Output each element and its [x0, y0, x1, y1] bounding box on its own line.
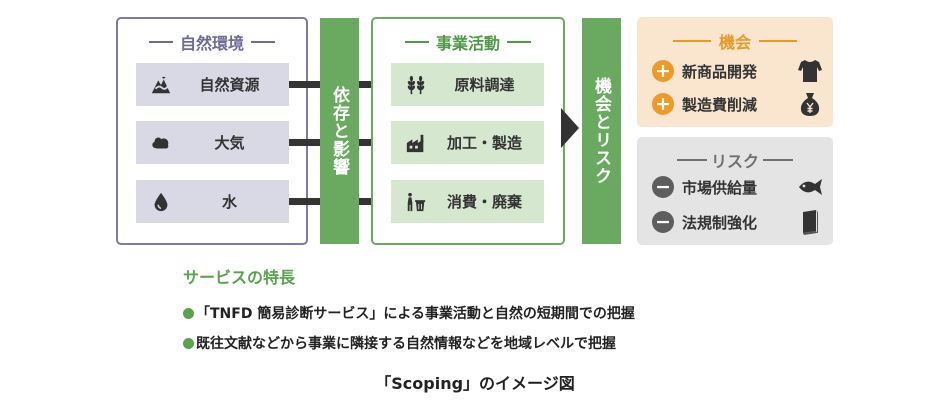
- nature-heading: 自然環境: [118, 30, 306, 54]
- risk-heading: リスク: [637, 148, 833, 172]
- shirt-icon: [796, 58, 824, 84]
- heading-line: [672, 40, 711, 42]
- risk-heading-label: リスク: [710, 152, 759, 171]
- book-icon: [796, 209, 824, 235]
- feature-bullet: 既往文献などから事業に隣接する自然情報などを地域レベルで把握: [183, 333, 616, 353]
- mountain-icon: [150, 74, 172, 96]
- fish-icon: [796, 174, 824, 200]
- heading-line: [676, 159, 707, 161]
- heading-line: [251, 41, 275, 43]
- business-item-disposal: 消費・廃棄: [391, 180, 544, 223]
- plus-icon: +: [652, 93, 674, 115]
- business-item-label: 加工・製造: [446, 134, 522, 152]
- opportunity-item-label: 製造費削減: [682, 95, 758, 114]
- nature-item-water: 水: [136, 180, 289, 223]
- feature-bullet-text: 既往文献などから事業に隣接する自然情報などを地域レベルで把握: [196, 336, 616, 352]
- bullet-dot: [183, 307, 194, 319]
- heading-line: [507, 41, 531, 43]
- nature-item-label: 自然資源: [199, 76, 260, 94]
- heading-line: [763, 159, 793, 161]
- opportunity-risk-bar: 機会とリスク: [582, 18, 621, 244]
- factory-icon: [405, 132, 427, 154]
- minus-icon: −: [652, 176, 674, 198]
- dependency-bar: 依存と影響: [320, 18, 359, 244]
- business-item-manufacturing: 加工・製造: [391, 121, 544, 164]
- heading-line: [759, 40, 797, 42]
- features-title: サービスの特長: [183, 268, 296, 287]
- connector-line: [289, 198, 321, 205]
- wheat-icon: [405, 74, 427, 96]
- opportunity-heading-label: 機会: [718, 33, 751, 52]
- risk-item-regulation: − 法規制強化: [652, 209, 824, 235]
- opportunity-heading: 機会: [637, 29, 833, 53]
- nature-item-resources: 自然資源: [136, 63, 289, 106]
- minus-icon: −: [652, 211, 674, 233]
- heading-line: [404, 41, 429, 43]
- chevron-right-icon: [561, 108, 579, 148]
- yen-bag-icon: [796, 91, 824, 117]
- business-item-label: 原料調達: [454, 76, 515, 94]
- feature-bullet-text: 「TNFD 簡易診断サービス」による事業活動と自然の短期間での把握: [196, 306, 635, 322]
- opportunity-item-cost-reduction: + 製造費削減: [652, 91, 824, 117]
- risk-item-market-supply: − 市場供給量: [652, 174, 824, 200]
- trash-icon: [405, 191, 427, 213]
- business-heading-label: 事業活動: [435, 34, 500, 53]
- connector-line: [289, 81, 321, 88]
- business-item-procurement: 原料調達: [391, 63, 544, 106]
- opportunity-item-new-product: + 新商品開発: [652, 58, 824, 84]
- plus-icon: +: [652, 60, 674, 82]
- risk-item-label: 法規制強化: [682, 213, 758, 232]
- heading-line: [148, 41, 173, 43]
- feature-bullet: 「TNFD 簡易診断サービス」による事業活動と自然の短期間での把握: [183, 303, 635, 323]
- connector-line: [289, 139, 321, 146]
- bullet-dot: [183, 337, 194, 349]
- business-heading: 事業活動: [373, 30, 563, 54]
- risk-item-label: 市場供給量: [682, 178, 758, 197]
- nature-item-label: 大気: [214, 134, 245, 152]
- nature-heading-label: 自然環境: [179, 34, 244, 53]
- business-item-label: 消費・廃棄: [446, 193, 522, 211]
- cloud-icon: [150, 132, 172, 154]
- opportunity-item-label: 新商品開発: [682, 62, 758, 81]
- nature-item-air: 大気: [136, 121, 289, 164]
- water-drop-icon: [150, 191, 172, 213]
- figure-caption: 「Scoping」のイメージ図: [375, 374, 575, 393]
- nature-item-label: 水: [221, 193, 237, 211]
